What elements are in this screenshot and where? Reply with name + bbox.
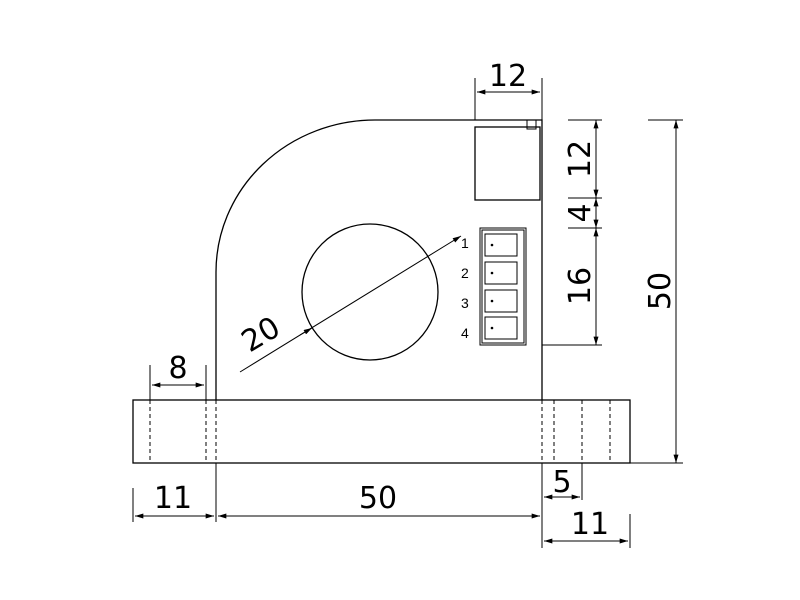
dim-total-height: 50 xyxy=(643,272,678,310)
top-box xyxy=(474,119,541,201)
dimension-labels: 12 12 4 16 50 20 8 11 50 5 11 xyxy=(154,59,678,542)
dim-hole-diameter: 20 xyxy=(236,310,287,360)
dim-connector-height: 16 xyxy=(563,267,598,305)
dimension-lines xyxy=(132,78,683,548)
dim-body-width: 50 xyxy=(359,481,397,516)
connector: 1 2 3 4 xyxy=(461,227,527,346)
dim-gap: 4 xyxy=(563,203,598,222)
dim-top-width: 12 xyxy=(489,59,527,94)
center-hole xyxy=(301,223,439,361)
pin-label-1: 1 xyxy=(461,235,469,251)
dim-right-offset: 5 xyxy=(552,465,571,500)
dim-box-height: 12 xyxy=(563,140,598,178)
dim-right-flange: 11 xyxy=(571,507,609,542)
pin-label-3: 3 xyxy=(461,295,469,311)
dim-slot-width: 8 xyxy=(168,351,187,386)
pin-label-4: 4 xyxy=(461,325,469,341)
pin-label-2: 2 xyxy=(461,265,469,281)
body-outline xyxy=(132,119,631,464)
dim-left-flange: 11 xyxy=(154,481,192,516)
